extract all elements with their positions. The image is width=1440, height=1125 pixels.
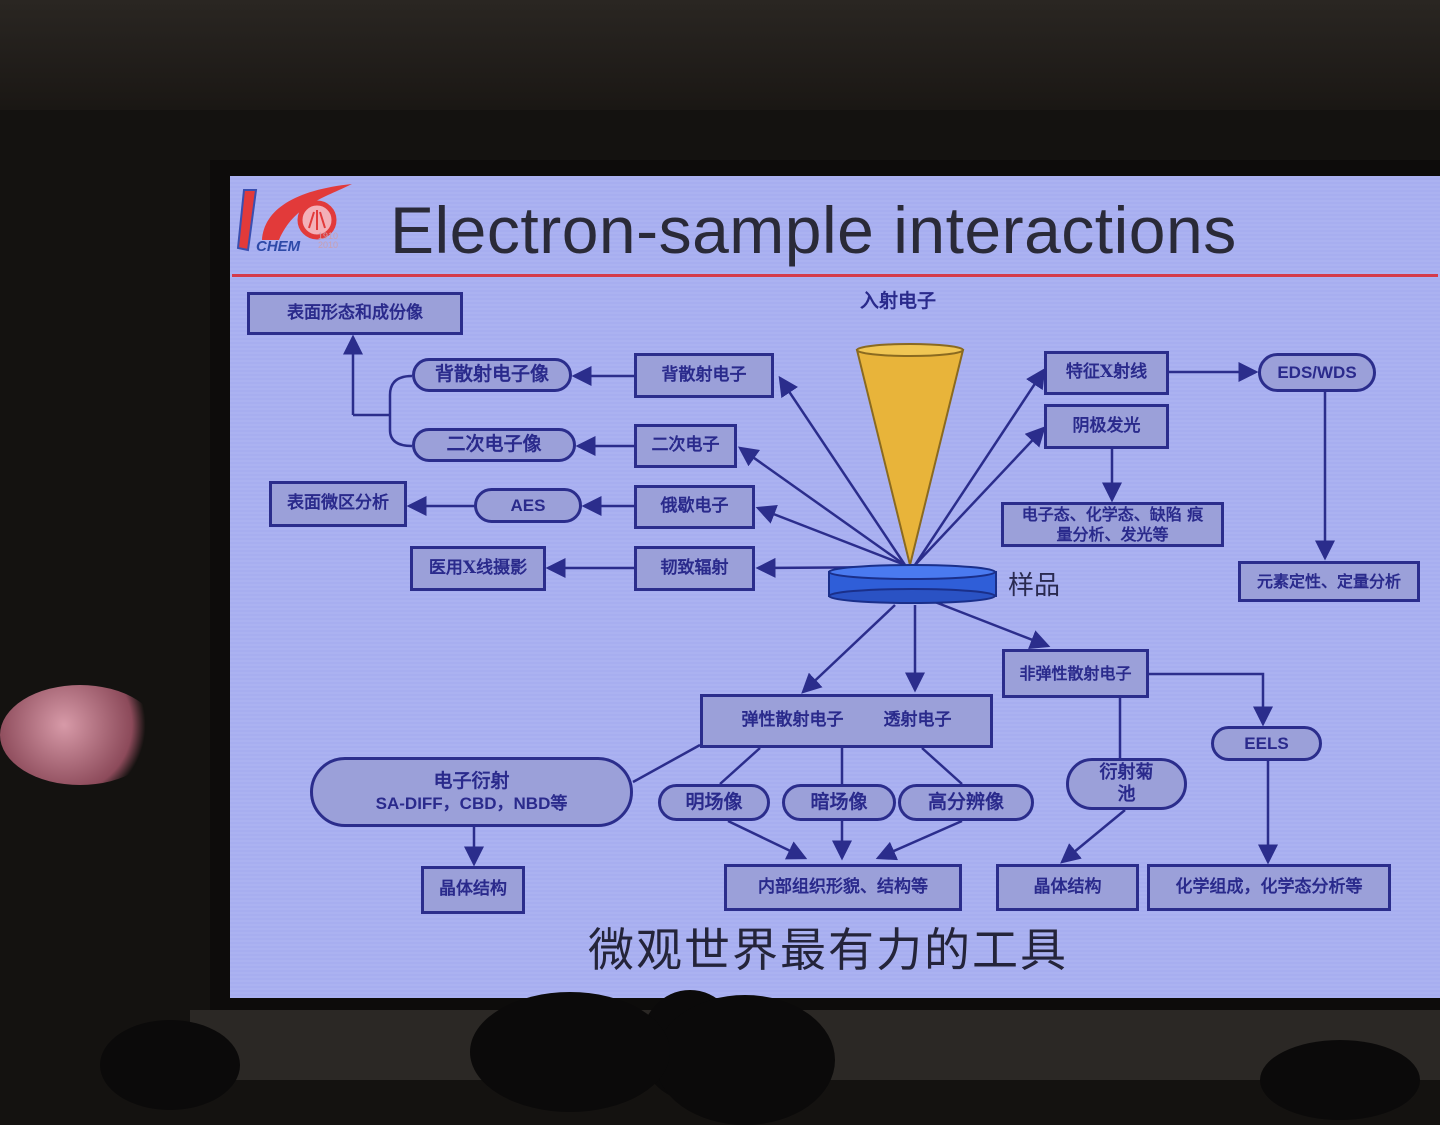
node-bse-image: 背散射电子像 <box>412 358 572 392</box>
node-electron-diffraction: 电子衍射 SA-DIFF，CBD，NBD等 <box>310 757 633 827</box>
audience-head <box>655 995 835 1125</box>
slide-title: Electron-sample interactions <box>390 193 1237 267</box>
transmitted-label: 透射电子 <box>883 710 952 731</box>
node-medical-xray: 医用X线摄影 <box>410 546 546 591</box>
audience-head <box>100 1020 240 1110</box>
node-aes: AES <box>474 488 582 523</box>
node-eels: EELS <box>1211 726 1322 761</box>
node-inelastic-scattered: 非弹性散射电子 <box>1002 649 1149 698</box>
diffraction-modes: SA-DIFF，CBD，NBD等 <box>375 794 568 814</box>
incident-electron-label: 入射电子 <box>860 290 937 312</box>
node-se-image: 二次电子像 <box>412 428 576 462</box>
node-internal-structure: 内部组织形貌、结构等 <box>724 864 962 911</box>
node-bright-field: 明场像 <box>658 784 770 821</box>
node-surface-micro-analysis: 表面微区分析 <box>269 481 407 527</box>
node-bremsstrahlung: 韧致辐射 <box>634 546 755 591</box>
diffraction-title: 电子衍射 <box>433 769 510 792</box>
sample-disk-icon <box>828 564 997 604</box>
audience-head <box>470 992 670 1112</box>
audience-head <box>1260 1040 1420 1120</box>
node-crystal-structure-left: 晶体结构 <box>421 866 525 914</box>
node-kikuchi: 衍射菊池 <box>1066 758 1187 810</box>
title-divider <box>232 274 1438 277</box>
node-auger-electrons: 俄歇电子 <box>634 485 755 529</box>
logo-text: CHEM <box>256 238 301 255</box>
node-chemical-composition: 化学组成，化学态分析等 <box>1147 864 1391 911</box>
node-element-analysis: 元素定性、定量分析 <box>1238 561 1420 602</box>
sample-label: 样品 <box>1008 571 1061 601</box>
node-high-resolution: 高分辨像 <box>898 784 1034 821</box>
node-electronic-state-analysis: 电子态、化学态、缺陷 痕量分析、发光等 <box>1001 502 1224 547</box>
node-characteristic-xray: 特征X射线 <box>1044 351 1169 395</box>
slide-footer-text: 微观世界最有力的工具 <box>588 923 1068 977</box>
elastic-label: 弹性散射电子 <box>741 710 844 731</box>
node-eds-wds: EDS/WDS <box>1258 353 1376 392</box>
node-secondary-electrons: 二次电子 <box>634 424 737 468</box>
node-crystal-structure-right: 晶体结构 <box>996 864 1139 911</box>
node-surface-morphology: 表面形态和成份像 <box>247 292 463 335</box>
node-dark-field: 暗场像 <box>782 784 896 821</box>
node-cathodoluminescence: 阴极发光 <box>1044 404 1169 449</box>
room-ceiling <box>0 0 1440 110</box>
node-backscattered-electrons: 背散射电子 <box>634 353 774 398</box>
flower-arrangement <box>0 685 160 785</box>
connector-arrows <box>343 334 1335 867</box>
chem-logo-icon <box>236 184 352 252</box>
node-elastic-transmitted: 弹性散射电子 透射电子 <box>700 694 993 748</box>
